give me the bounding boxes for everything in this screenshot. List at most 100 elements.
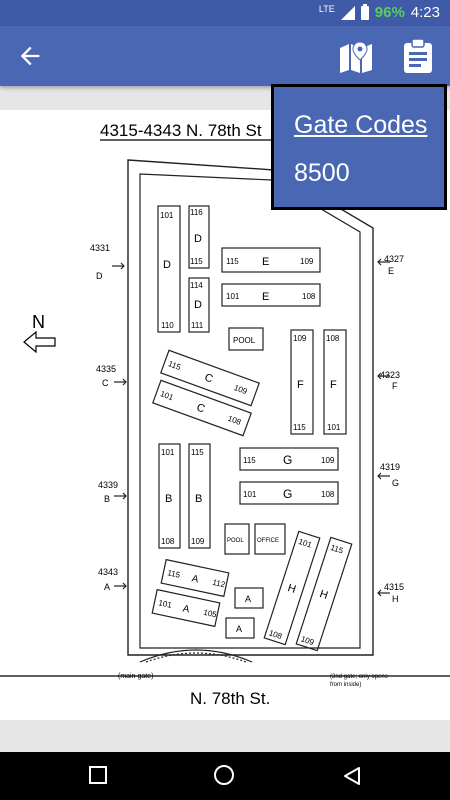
gate-codes-card[interactable]: Gate Codes 8500 — [271, 84, 447, 210]
street-name: N. 78th St. — [190, 689, 270, 708]
property-map: 4315-4343 N. 78th St N 4331 D 4335 C 433… — [0, 110, 450, 720]
svg-text:H: H — [286, 582, 297, 596]
svg-text:115: 115 — [190, 257, 203, 266]
left-label-letter-4: A — [104, 582, 110, 592]
svg-text:D: D — [194, 299, 202, 311]
svg-text:108: 108 — [161, 537, 175, 546]
svg-text:101: 101 — [226, 292, 240, 301]
right-label-letter-4: H — [392, 594, 399, 604]
system-nav-bar — [0, 752, 450, 800]
nav-back-icon[interactable] — [342, 766, 362, 786]
right-label-num-1: 4327 — [384, 254, 404, 264]
svg-text:115: 115 — [293, 423, 306, 432]
svg-text:D: D — [163, 259, 171, 271]
building-h-2: 115 109 H — [295, 536, 353, 652]
svg-text:108: 108 — [326, 334, 340, 343]
right-label-num-2: 4323 — [380, 370, 400, 380]
building-a-1: 115 112 A — [160, 558, 230, 598]
left-label-num-1: 4331 — [90, 243, 110, 253]
svg-text:108: 108 — [227, 414, 243, 427]
svg-text:POOL: POOL — [233, 336, 256, 345]
svg-text:101: 101 — [297, 537, 313, 550]
svg-text:F: F — [297, 379, 304, 391]
second-gate-label-1: (2nd gate; only opens — [330, 674, 388, 680]
map-address: 4315-4343 N. 78th St — [100, 121, 262, 140]
building-c-1: 115 109 C — [160, 349, 260, 407]
svg-text:A: A — [182, 603, 191, 615]
svg-text:115: 115 — [329, 543, 344, 556]
app-bar — [0, 26, 450, 86]
svg-text:E: E — [262, 291, 269, 303]
building-e-2 — [221, 283, 321, 307]
office — [254, 523, 286, 555]
svg-text:D: D — [194, 233, 202, 245]
network-type: LTE — [318, 3, 335, 14]
gate-code-value: 8500 — [294, 159, 350, 187]
building-g-2 — [239, 481, 339, 505]
svg-text:109: 109 — [293, 334, 307, 343]
clipboard-icon[interactable] — [402, 38, 434, 74]
svg-text:101: 101 — [160, 211, 174, 220]
second-gate-label-2: from inside) — [330, 682, 361, 688]
building-g-1 — [239, 447, 339, 471]
svg-text:G: G — [283, 487, 292, 501]
building-d-1 — [157, 205, 181, 333]
svg-text:101: 101 — [158, 598, 173, 610]
building-c-2: 101 108 C — [152, 379, 252, 437]
recent-apps-icon[interactable] — [89, 766, 107, 784]
svg-text:C: C — [195, 402, 207, 416]
building-a-4 — [225, 617, 255, 639]
battery-icon — [360, 3, 369, 20]
right-label-letter-2: F — [392, 381, 398, 391]
svg-text:A: A — [245, 594, 251, 604]
battery-percent: 96% — [374, 4, 405, 21]
building-f-2 — [323, 329, 347, 435]
right-label-letter-3: G — [392, 478, 399, 488]
svg-text:101: 101 — [243, 490, 257, 499]
svg-text:108: 108 — [321, 490, 335, 499]
north-label: N — [32, 312, 45, 332]
svg-text:115: 115 — [167, 359, 183, 372]
svg-text:B: B — [195, 493, 202, 505]
right-label-letter-1: E — [388, 266, 394, 276]
site-map-drawing: 4315-4343 N. 78th St N 4331 D 4335 C 433… — [0, 121, 450, 708]
status-bar: LTE 96% 4:23 — [0, 0, 450, 26]
left-label-num-2: 4335 — [96, 364, 116, 374]
building-a-2: 101 105 A — [151, 588, 221, 628]
svg-text:A: A — [191, 573, 200, 585]
left-label-letter-2: C — [102, 378, 109, 388]
building-d-3 — [188, 277, 210, 333]
svg-text:109: 109 — [233, 383, 249, 396]
svg-text:112: 112 — [212, 578, 227, 590]
svg-text:115: 115 — [243, 456, 256, 465]
pool-2 — [224, 523, 250, 555]
left-label-num-4: 4343 — [98, 567, 118, 577]
right-label-num-3: 4319 — [380, 462, 400, 472]
building-b-2 — [188, 443, 211, 549]
svg-text:109: 109 — [321, 456, 335, 465]
svg-text:109: 109 — [300, 634, 316, 647]
svg-text:B: B — [165, 493, 172, 505]
back-arrow-icon[interactable] — [16, 42, 44, 70]
main-gate-label: (main gate) — [118, 673, 153, 680]
svg-text:115: 115 — [191, 448, 204, 457]
map-icon[interactable] — [338, 40, 374, 74]
svg-text:109: 109 — [300, 257, 314, 266]
svg-text:109: 109 — [191, 537, 205, 546]
svg-text:110: 110 — [161, 321, 174, 330]
svg-text:F: F — [330, 379, 337, 391]
svg-text:111: 111 — [191, 321, 204, 330]
left-label-num-3: 4339 — [98, 480, 118, 490]
svg-text:115: 115 — [167, 568, 182, 580]
building-h-1: 101 108 H — [263, 530, 321, 646]
building-f-1 — [290, 329, 314, 435]
right-label-num-4: 4315 — [384, 582, 404, 592]
svg-text:C: C — [203, 372, 215, 386]
svg-text:101: 101 — [159, 389, 175, 402]
building-a-3 — [234, 587, 264, 609]
building-d-2 — [188, 205, 210, 269]
home-icon[interactable] — [214, 765, 234, 785]
gate-codes-title: Gate Codes — [294, 111, 428, 139]
svg-text:G: G — [283, 453, 292, 467]
svg-text:101: 101 — [161, 448, 175, 457]
